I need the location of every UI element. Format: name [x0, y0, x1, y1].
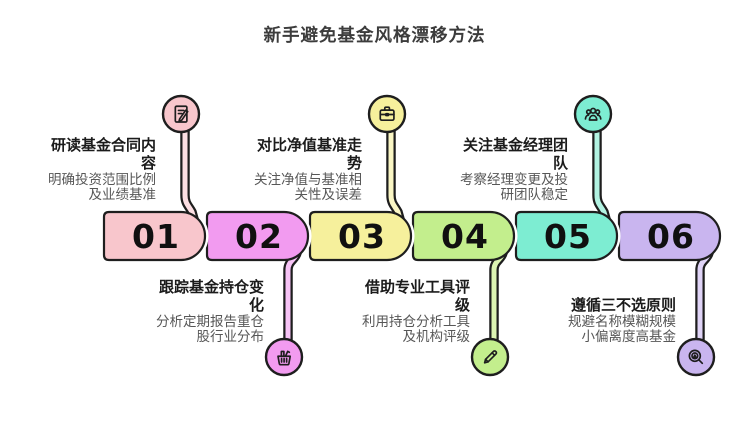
- step-title: 遵循三不选原则: [570, 296, 676, 314]
- step-title: 借助专业工具评级: [364, 279, 470, 314]
- step-03: 03: [306, 126, 415, 264]
- step-number: 04: [441, 217, 489, 256]
- step-number: 01: [132, 217, 180, 256]
- step-text-block: 遵循三不选原则规避名称模糊规模小偏离度高基金: [558, 279, 676, 344]
- step-icon-circle: [470, 337, 510, 377]
- step-title: 跟踪基金持仓变化: [158, 279, 264, 314]
- step-04: 04: [409, 208, 518, 346]
- step-connector-core: [182, 128, 197, 222]
- step-number: 03: [338, 217, 386, 256]
- ribbon-segment: [102, 210, 207, 262]
- step-icon-circle: [161, 94, 201, 134]
- step-title: 关注基金经理团队: [462, 137, 568, 172]
- step-connector-core: [388, 128, 403, 222]
- step-description: 分析定期报告重仓股行业分布: [156, 314, 264, 344]
- step-description: 利用持仓分析工具及机构评级: [362, 314, 470, 344]
- icon-circle: [470, 337, 510, 377]
- step-description: 考察经理变更及投研团队稳定: [460, 172, 568, 202]
- clipboard-pencil-icon: [174, 105, 189, 123]
- step-title: 研读基金合同内容: [50, 137, 156, 172]
- step-description: 规避名称模糊规模小偏离度高基金: [568, 314, 676, 344]
- step-02: 02: [203, 208, 312, 346]
- step-text-block: 关注基金经理团队考察经理变更及投研团队稳定: [450, 137, 568, 202]
- ribbon-segment: [617, 210, 722, 262]
- shopping-basket-icon: [277, 350, 292, 366]
- step-icon-circle: [676, 337, 716, 377]
- step-connector-core: [594, 128, 609, 222]
- pencil-icon: [483, 350, 498, 364]
- step-number: 05: [544, 217, 592, 256]
- ribbon-segment: [514, 210, 619, 262]
- step-text-block: 借助专业工具评级利用持仓分析工具及机构评级: [352, 279, 470, 344]
- ribbon-segment: [308, 210, 413, 262]
- step-number: 06: [647, 217, 695, 256]
- step-icon-circle: [264, 337, 304, 377]
- step-description: 明确投资范围比例及业绩基准: [48, 172, 156, 202]
- step-01: 01: [100, 126, 209, 264]
- ribbon-segment: [205, 210, 310, 262]
- page-title: 新手避免基金风格漂移方法: [263, 25, 486, 45]
- magnifier-icon: [688, 349, 704, 365]
- step-text-block: 跟踪基金持仓变化分析定期报告重仓股行业分布: [146, 279, 264, 344]
- step-text-block: 研读基金合同内容明确投资范围比例及业绩基准: [38, 137, 156, 202]
- icon-circle: [573, 94, 613, 134]
- step-description: 关注净值与基准相关性及误差: [254, 172, 362, 202]
- step-icon-circle: [573, 94, 613, 134]
- briefcase-icon: [379, 106, 395, 122]
- step-05: 05: [512, 126, 621, 264]
- team-icon: [584, 107, 602, 121]
- step-number: 02: [235, 217, 283, 256]
- step-text-block: 对比净值基准走势关注净值与基准相关性及误差: [244, 137, 362, 202]
- ribbon-segment: [411, 210, 516, 262]
- step-icon-circle: [367, 94, 407, 134]
- step-title: 对比净值基准走势: [256, 137, 362, 172]
- step-06: 06: [615, 208, 724, 346]
